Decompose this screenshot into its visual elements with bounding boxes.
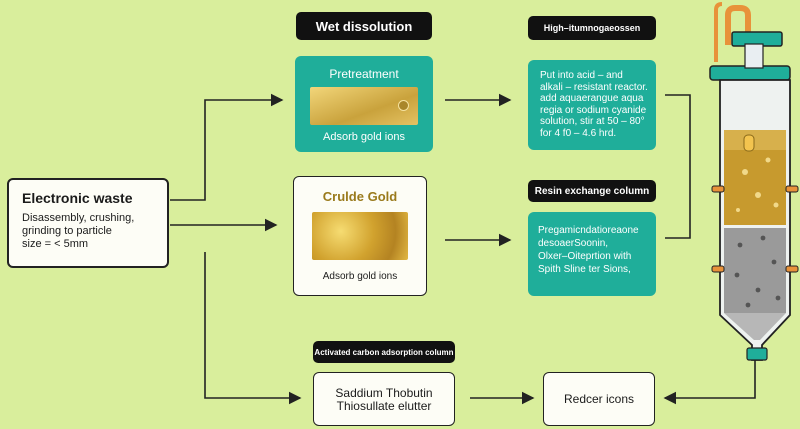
pretreatment-title: Pretreatment (329, 67, 399, 81)
resin-desorption-box: Pregamicndatioreaone desoaerSoonin, Olxe… (528, 212, 656, 296)
clamp-lower-left (711, 265, 725, 273)
column-stem (744, 43, 764, 69)
electronic-waste-box: Electronic waste Disassembly, crushing, … (7, 178, 169, 268)
header-activated-carbon: Activated carbon adsorption column (313, 341, 455, 363)
arrow-waste-to-pretreatment (170, 93, 284, 201)
arrow-acid-to-column-bracket (665, 94, 691, 239)
gold-particle (743, 134, 755, 152)
arrow-waste-to-sodium (204, 252, 302, 405)
crude-gold-image (312, 212, 408, 260)
header-high-temp: High–itumnogaeossen (528, 16, 656, 40)
pretreatment-box: Pretreatment Adsorb gold ions (295, 56, 433, 152)
sodium-eluent-box: Saddium Thobutin Thiosullate elutter (313, 372, 455, 426)
crude-gold-box: Crulde Gold Adsorb gold ions (293, 176, 427, 296)
resin-bed-layer (724, 228, 786, 313)
gold-plate-image (310, 87, 418, 125)
crude-gold-caption: Adsorb gold ions (322, 271, 398, 282)
clamp-lower-right (785, 265, 799, 273)
arrow-column-to-reduce (663, 360, 756, 405)
electronic-waste-body: Disassembly, crushing, grinding to parti… (22, 212, 135, 250)
crude-gold-title: Crulde Gold (322, 189, 398, 204)
gold-bead-icon (398, 100, 409, 111)
clamp-upper-left (711, 185, 725, 193)
reduce-ions-box: Redcer icons (543, 372, 655, 426)
clamp-upper-right (785, 185, 799, 193)
acid-reactor-box: Put into acid – and alkali – resistant r… (528, 60, 656, 150)
orange-inlet-tube (725, 5, 751, 45)
pretreatment-caption: Adsorb gold ions (323, 131, 405, 143)
header-wet-dissolution: Wet dissolution (296, 12, 432, 40)
outlet-valve (746, 347, 768, 361)
header-resin-column: Resin exchange column (528, 180, 656, 202)
electronic-waste-title: Electronic waste (22, 190, 133, 206)
